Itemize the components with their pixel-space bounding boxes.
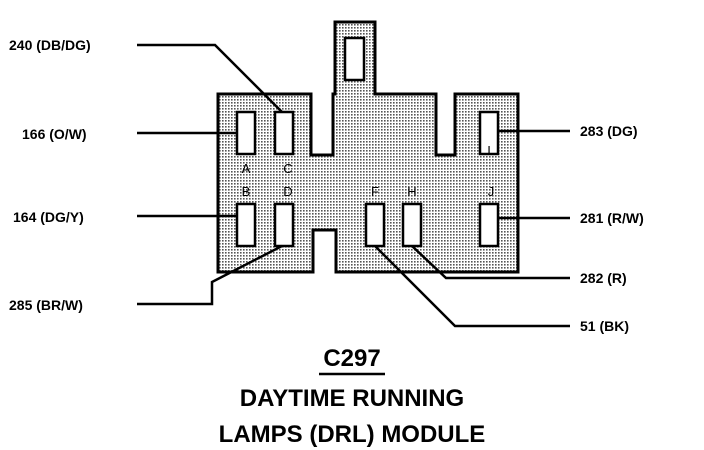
label-51: 51 (BK) <box>580 318 629 334</box>
label-285: 285 (BR/W) <box>9 297 83 313</box>
terminal-d <box>273 202 295 248</box>
terminal-i <box>478 110 500 156</box>
terminal-f <box>364 202 386 248</box>
pin-letter-f: F <box>371 184 379 199</box>
pin-letter-h: H <box>407 184 416 199</box>
pin-letter-b: B <box>242 184 251 199</box>
pin-letter-j: J <box>488 184 495 199</box>
label-240: 240 (DB/DG) <box>9 37 91 53</box>
label-166: 166 (O/W) <box>22 126 87 142</box>
pin-letter-i: I <box>487 143 491 158</box>
pin-letter-d: D <box>283 184 292 199</box>
wire-51 <box>374 245 570 328</box>
connector-id: C297 <box>323 345 380 372</box>
title-line-2: LAMPS (DRL) MODULE <box>219 421 486 448</box>
pin-letter-c: C <box>283 161 292 176</box>
label-281: 281 (R/W) <box>580 210 644 226</box>
terminal-h <box>401 202 423 248</box>
terminal-a <box>235 110 257 156</box>
wire-240 <box>137 43 283 113</box>
label-283: 283 (DG) <box>580 123 638 139</box>
terminal-j <box>478 202 500 248</box>
pin-letter-a: A <box>242 161 251 176</box>
label-164: 164 (DG/Y) <box>13 209 84 225</box>
wire-285 <box>137 244 283 306</box>
label-282: 282 (R) <box>580 270 627 286</box>
terminal-b <box>235 202 257 248</box>
title-line-1: DAYTIME RUNNING <box>240 385 464 412</box>
latch-slot <box>343 36 366 82</box>
terminal-c <box>273 110 295 156</box>
wire-282 <box>411 245 570 280</box>
